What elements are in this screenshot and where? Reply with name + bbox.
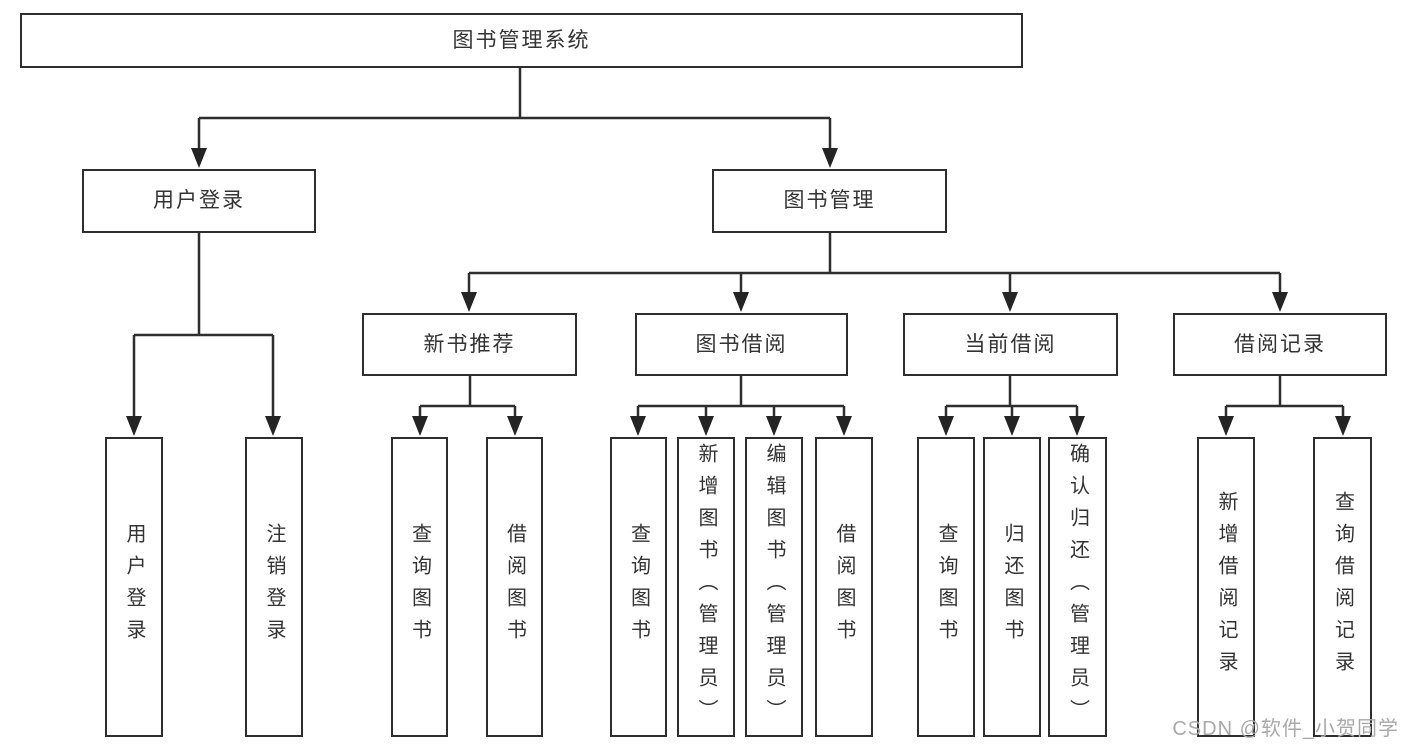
node-borrow-records: 借阅记录 (1173, 313, 1387, 376)
node-leaf-nbr-borrow-books: 借阅图书 (486, 437, 543, 737)
node-user-login: 用户登录 (82, 169, 316, 233)
node-leaf-rec-query-borrow-record: 查询借阅记录 (1313, 437, 1372, 737)
arrowheads (126, 148, 1351, 436)
connector-paths (132, 68, 1345, 420)
node-leaf-bb-query-books: 查询图书 (610, 437, 667, 737)
node-leaf-logout: 注销登录 (245, 437, 303, 737)
node-root-system: 图书管理系统 (20, 13, 1023, 68)
node-leaf-cb-query-books: 查询图书 (917, 437, 975, 737)
node-current-borrow: 当前借阅 (903, 313, 1118, 376)
csdn-watermark: CSDN @软件_小贺同学 (1172, 718, 1399, 740)
node-leaf-bb-borrow-books: 借阅图书 (815, 437, 873, 737)
node-leaf-bb-add-books-admin: 新增图书（管理员） (677, 437, 735, 737)
node-leaf-bb-edit-books-admin: 编辑图书（管理员） (745, 437, 803, 737)
node-leaf-nbr-query-books: 查询图书 (391, 437, 448, 737)
node-leaf-cb-confirm-return-admin: 确认归还（管理员） (1048, 437, 1107, 737)
node-new-book-recommend: 新书推荐 (362, 313, 577, 376)
node-book-management: 图书管理 (712, 169, 947, 233)
node-leaf-rec-add-borrow-record: 新增借阅记录 (1197, 437, 1255, 737)
node-leaf-user-login: 用户登录 (105, 437, 163, 737)
node-leaf-cb-return-books: 归还图书 (983, 437, 1041, 737)
node-book-borrow: 图书借阅 (635, 313, 848, 376)
